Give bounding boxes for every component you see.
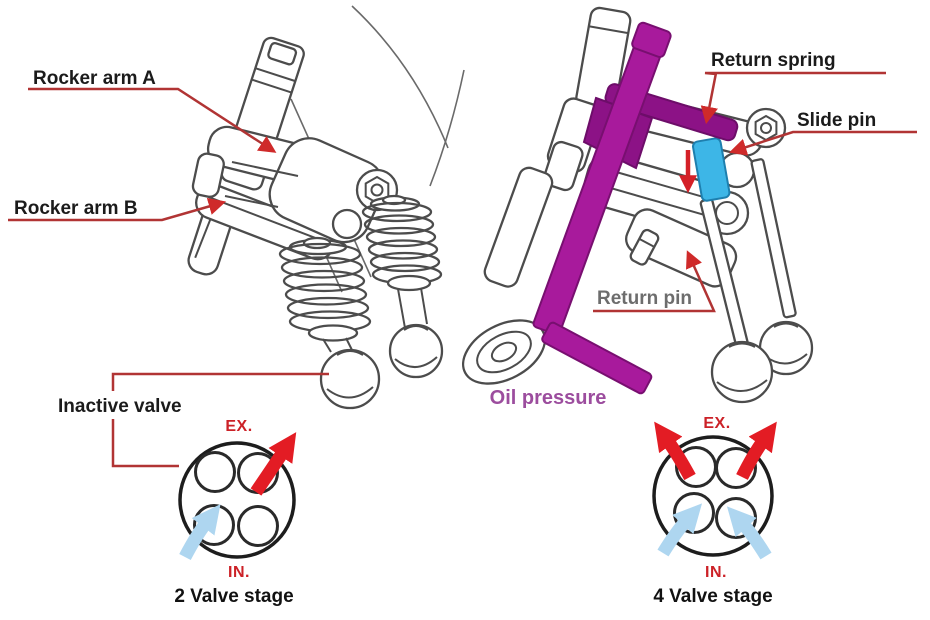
adjuster-bolt-center xyxy=(370,183,384,197)
exhaust-arrow xyxy=(250,432,297,496)
pedestal-block-2 xyxy=(543,140,584,192)
right-annotations: Return spring Slide pin Return pin Oil p… xyxy=(490,50,917,409)
inactive-valve-label: Inactive valve xyxy=(58,396,182,417)
pivot-ball xyxy=(331,208,363,240)
intake-arrow-left xyxy=(657,503,703,557)
exhaust-arrow-left xyxy=(654,421,696,481)
lash-pin xyxy=(191,152,225,198)
rocker-arm-b-label: Rocker arm B xyxy=(14,198,138,219)
valve-spring-rear xyxy=(361,194,443,329)
left-assembly xyxy=(187,5,465,410)
stage-caption-2valve: 2 Valve stage xyxy=(174,586,293,607)
valve-stem-rear xyxy=(750,158,797,319)
intake-label: IN. xyxy=(705,564,727,581)
rocker-arm-b-leader xyxy=(8,197,227,222)
valve-map-4-stage: EX. IN. 4 Valve stage xyxy=(652,415,777,607)
valve-rear xyxy=(388,323,444,379)
intake-arrow-right xyxy=(726,506,772,560)
valve-map-2-stage: EX. IN. 2 Valve stage xyxy=(174,418,297,607)
intake-arrow xyxy=(179,504,221,561)
oil-pressure-rod-foot xyxy=(541,321,653,395)
cluster-detail xyxy=(224,161,299,208)
rocker-bolt-center xyxy=(760,122,772,134)
left-annotations: Rocker arm A Rocker arm B Inactive valve xyxy=(8,68,329,468)
spring-seat-disc xyxy=(461,319,547,385)
return-spring-label: Return spring xyxy=(711,50,836,71)
return-pin xyxy=(629,228,660,266)
valve-port xyxy=(237,505,279,547)
wire-curve-2 xyxy=(429,69,465,187)
right-assembly xyxy=(461,6,814,404)
exhaust-label: EX. xyxy=(225,418,252,435)
valve-head-front xyxy=(710,340,774,404)
rocker-lower-block xyxy=(625,208,738,288)
rocker-arm-a-label: Rocker arm A xyxy=(33,68,156,89)
oil-pressure-label: Oil pressure xyxy=(490,387,607,409)
rocker-arm-a-leader xyxy=(28,87,277,153)
exhaust-label: EX. xyxy=(703,415,730,432)
stage-caption-4valve: 4 Valve stage xyxy=(653,586,772,607)
exhaust-arrow-right xyxy=(736,421,777,480)
wire-curve xyxy=(351,5,449,149)
return-pin-leader xyxy=(593,250,716,313)
guide-block xyxy=(483,166,554,288)
slide-pin xyxy=(692,137,731,202)
inactive-valve-head xyxy=(319,348,381,410)
inactive-valve-bracket xyxy=(111,372,329,468)
slide-pin-label: Slide pin xyxy=(797,110,876,131)
intake-label: IN. xyxy=(228,564,250,581)
slide-pin-leader xyxy=(729,130,917,156)
valve-spring-front xyxy=(278,236,372,353)
return-pin-label: Return pin xyxy=(597,288,692,309)
valve-port xyxy=(194,451,236,493)
return-spring-leader xyxy=(705,71,886,119)
